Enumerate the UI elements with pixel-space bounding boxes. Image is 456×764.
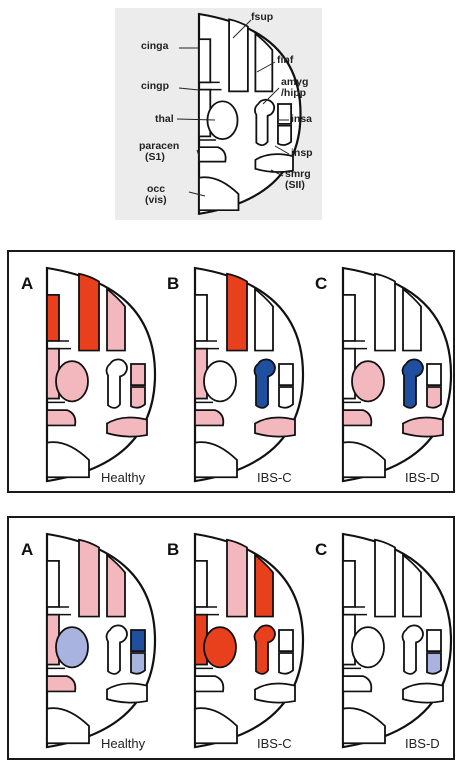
panel0-brain0-region-paracen — [47, 410, 75, 425]
panel-bottom-brain-a — [47, 532, 157, 754]
panel-top-letter-c: C — [315, 274, 327, 294]
panel0-brain1-region-paracen — [195, 410, 223, 425]
panel1-brain0-region-paracen — [47, 676, 75, 691]
panel-bottom-caption-c: IBS-D — [405, 736, 440, 751]
panel-bottom-brain-c — [343, 532, 453, 754]
panel0-brain2-region-cinga — [343, 295, 355, 341]
panel0-brain2-region-insa — [427, 364, 441, 385]
panel0-brain1-region-fsup — [227, 274, 247, 351]
panel1-brain0-region-insp — [131, 653, 145, 674]
panel1-brain2-region-smrg — [403, 684, 443, 703]
panel-bottom-letter-a: A — [21, 540, 33, 560]
key-label-hipp: /hipp — [281, 88, 306, 99]
panel1-brain2-region-paracen — [343, 676, 371, 691]
panel0-brain1-region-thal — [204, 361, 236, 401]
panel0-brain2-region-smrg — [403, 418, 443, 437]
panel0-brain0-region-cinga — [47, 295, 59, 341]
key-label-finf: finf — [277, 55, 293, 66]
panel-top-caption-c: IBS-D — [405, 470, 440, 485]
key-label-insp: insp — [291, 148, 313, 159]
panel-top-brain-b — [195, 266, 305, 488]
panel1-brain2-region-cinga — [343, 561, 355, 607]
panel1-brain2-region-thal — [352, 627, 384, 667]
key-diagram: fsup cinga finf cingp amyg /hipp thal in… — [115, 8, 322, 220]
panel1-brain0-region-thal — [56, 627, 88, 667]
panel1-brain1-region-insp — [279, 653, 293, 674]
panel-top-caption-a: Healthy — [101, 470, 145, 485]
panel0-brain1-region-insa — [279, 364, 293, 385]
panel1-brain1-region-insa — [279, 630, 293, 651]
panel-top-brain-a — [47, 266, 157, 488]
panel0-brain1-region-smrg — [255, 418, 295, 437]
panel1-brain1-region-thal — [204, 627, 236, 667]
panel1-brain2-region-insa — [427, 630, 441, 651]
panel-top-letter-a: A — [21, 274, 33, 294]
panel1-brain2-region-fsup — [375, 540, 395, 617]
panel0-brain0-region-insp — [131, 387, 145, 408]
panel0-brain1-region-insp — [279, 387, 293, 408]
panel0-brain2-region-thal — [352, 361, 384, 401]
panel-bottom: A B C Healthy IBS-C IBS-D — [7, 516, 455, 760]
panel-bottom-brain-b — [195, 532, 305, 754]
key-region-fsup — [229, 19, 248, 91]
panel1-brain0-region-smrg — [107, 684, 147, 703]
key-leader-line — [179, 88, 199, 90]
panel-bottom-letter-c: C — [315, 540, 327, 560]
panel0-brain2-region-insp — [427, 387, 441, 408]
panel1-brain0-region-insa — [131, 630, 145, 651]
key-label-s1: (S1) — [145, 152, 165, 163]
panel1-brain1-region-fsup — [227, 540, 247, 617]
panel0-brain0-group — [47, 268, 155, 481]
panel-bottom-letter-b: B — [167, 540, 179, 560]
panel-top-caption-b: IBS-C — [257, 470, 292, 485]
key-label-cingp: cingp — [141, 81, 169, 92]
panel0-brain1-region-cinga — [195, 295, 207, 341]
panel0-brain0-region-thal — [56, 361, 88, 401]
panel1-brain0-group — [47, 534, 155, 747]
panel-top-brain-c — [343, 266, 453, 488]
panel-bottom-caption-b: IBS-C — [257, 736, 292, 751]
panel-top: A B C Healthy IBS-C IBS-D — [7, 250, 455, 493]
panel0-brain1-group — [195, 268, 303, 481]
key-region-paracen — [199, 147, 226, 161]
key-label-fsup: fsup — [251, 12, 273, 23]
panel0-brain0-region-fsup — [79, 274, 99, 351]
panel1-brain1-region-smrg — [255, 684, 295, 703]
key-label-vis: (vis) — [145, 195, 167, 206]
panel1-brain0-region-cinga — [47, 561, 59, 607]
panel1-brain1-region-paracen — [195, 676, 223, 691]
key-label-cinga: cinga — [141, 41, 168, 52]
panel1-brain0-region-fsup — [79, 540, 99, 617]
key-label-thal: thal — [155, 114, 174, 125]
panel0-brain0-region-smrg — [107, 418, 147, 437]
key-label-sii: (SII) — [285, 180, 305, 191]
panel1-brain2-group — [343, 534, 451, 747]
key-region-insp — [278, 126, 291, 145]
panel1-brain1-group — [195, 534, 303, 747]
key-region-insa — [278, 104, 291, 124]
key-label-insa: insa — [291, 114, 312, 125]
panel0-brain2-region-paracen — [343, 410, 371, 425]
panel0-brain0-region-insa — [131, 364, 145, 385]
key-region-cinga — [199, 39, 210, 82]
panel-bottom-caption-a: Healthy — [101, 736, 145, 751]
panel1-brain1-region-cinga — [195, 561, 207, 607]
panel-top-letter-b: B — [167, 274, 179, 294]
panel1-brain2-region-insp — [427, 653, 441, 674]
panel0-brain2-group — [343, 268, 451, 481]
panel0-brain2-region-fsup — [375, 274, 395, 351]
